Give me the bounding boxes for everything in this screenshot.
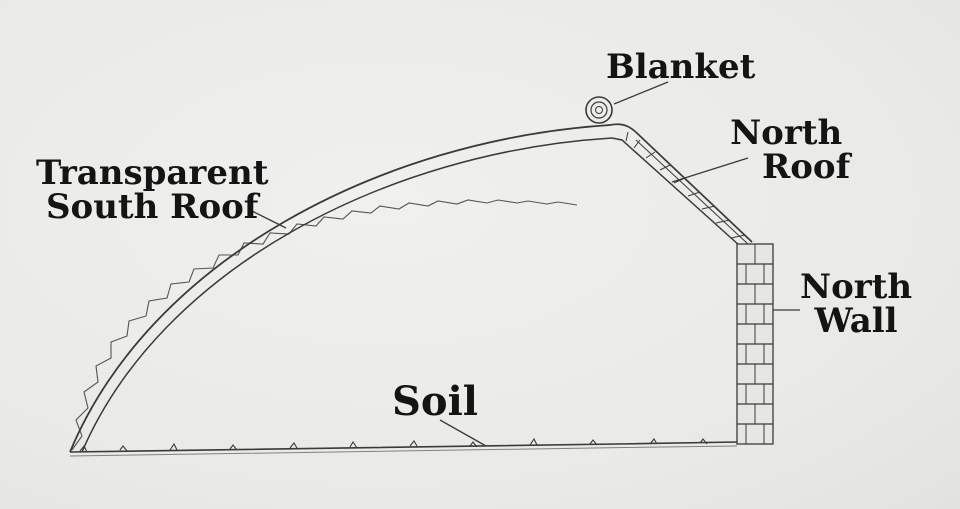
south-roof-label: Transparent South Roof <box>36 156 268 224</box>
north-wall-label-line1: North <box>800 267 913 307</box>
north-roof-label: North Roof <box>722 116 850 184</box>
north-roof-truss <box>609 123 753 247</box>
north-wall-label: North Wall <box>800 270 912 338</box>
soil-leader <box>439 419 487 447</box>
blanket-roll <box>585 96 613 124</box>
leader-lines <box>249 81 800 447</box>
north-roof-label-line2: Roof <box>762 147 851 187</box>
south-roof-label-line1: Transparent <box>36 153 269 193</box>
soil-ground <box>69 437 738 457</box>
blanket-label: Blanket <box>606 47 756 87</box>
blanket-leader <box>613 81 669 105</box>
soil-label: Soil <box>392 378 478 425</box>
south-roof-truss <box>69 124 613 453</box>
south-roof-label-line2: South Roof <box>45 187 259 227</box>
south-roof-leader <box>249 209 287 229</box>
north-roof-leader <box>671 157 749 183</box>
north-wall-bricks <box>736 243 774 445</box>
north-wall-label-line2: Wall <box>814 301 898 341</box>
north-roof-label-line1: North <box>730 113 843 153</box>
